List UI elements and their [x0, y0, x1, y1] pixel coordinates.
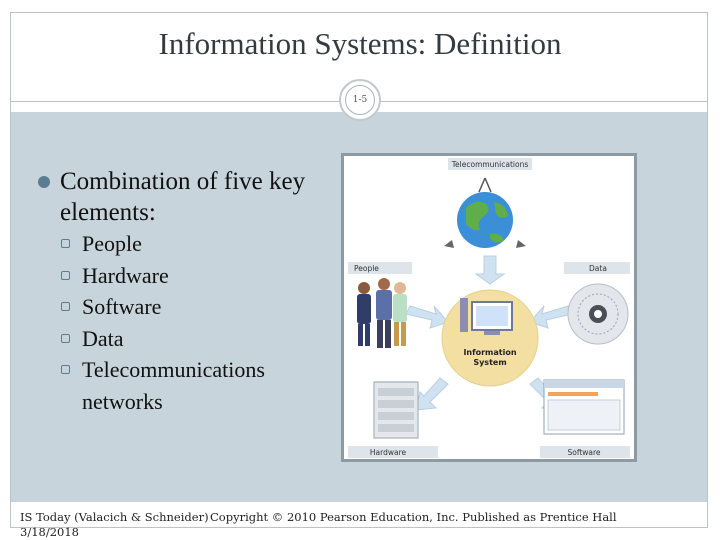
software-window-icon [543, 379, 625, 435]
antenna-icon [478, 177, 492, 193]
slide-frame [10, 12, 708, 528]
sub-bullet: Telecommunications networks [38, 354, 338, 417]
bullet-box-icon [61, 333, 70, 343]
hardware-server-icon [373, 381, 419, 439]
software-label: Software [567, 448, 600, 457]
sub-bullet: People [38, 228, 338, 260]
footer-left: IS Today (Valacich & Schneider) 3/18/201… [20, 510, 209, 540]
data-label: Data [589, 264, 607, 273]
arrow-left-icon [405, 305, 449, 329]
people-label-tab [348, 262, 412, 274]
sub-bullet-text: Data [82, 325, 124, 351]
sub-bullet: Software [38, 291, 338, 323]
arrow-down-left-icon [415, 377, 449, 411]
people-icon [357, 278, 407, 348]
monitor-screen [476, 306, 508, 326]
sub-bullet: Data [38, 323, 338, 355]
bullet-box-icon [61, 302, 70, 311]
sub-bullet: Hardware [38, 260, 338, 292]
data-label-tab [564, 262, 630, 274]
center-label-line1: Information [463, 348, 516, 357]
globe-land-2 [490, 202, 508, 243]
data-disc-icon [567, 283, 629, 345]
bullet-list: Combination of five key elements: People… [38, 166, 338, 417]
slide-title: Information Systems: Definition [158, 26, 562, 61]
footer-source: IS Today (Valacich & Schneider) [20, 510, 209, 524]
main-bullet-text: Combination of five key elements: [60, 168, 306, 226]
footer-copyright: Copyright © 2010 Pearson Education, Inc.… [210, 510, 617, 524]
arrow-up-icon [474, 255, 506, 285]
telecom-label-tab [448, 158, 532, 170]
bullet-box-icon [61, 270, 70, 280]
diagram-svg: Telecommunications People Data Hardware … [348, 158, 630, 458]
globe-land [466, 201, 489, 231]
telecom-label: Telecommunications [451, 160, 529, 169]
bullet-box-icon [61, 365, 70, 374]
main-bullet: Combination of five key elements: [38, 166, 338, 228]
sub-bullet-text: Software [82, 294, 162, 319]
hardware-label-tab [348, 446, 438, 458]
people-label: People [354, 264, 379, 273]
software-label-tab [540, 446, 630, 458]
sub-bullet-text: Telecommunications networks [82, 357, 265, 414]
globe-icon [457, 192, 513, 248]
slide-number: 1-5 [345, 85, 375, 115]
sub-bullet-text: People [82, 231, 142, 256]
information-system-diagram: Telecommunications People Data Hardware … [341, 153, 637, 462]
center-label-line2: System [473, 358, 506, 367]
bullet-box-icon [61, 239, 70, 248]
slide-number-badge: 1-5 [339, 79, 381, 121]
bullet-dot-icon [38, 176, 50, 188]
footer-date: 3/18/2018 [20, 525, 79, 539]
monitor-stand [484, 331, 500, 335]
computer-tower-icon [460, 298, 468, 332]
sub-bullet-text: Hardware [82, 262, 169, 288]
hardware-label: Hardware [370, 448, 407, 457]
